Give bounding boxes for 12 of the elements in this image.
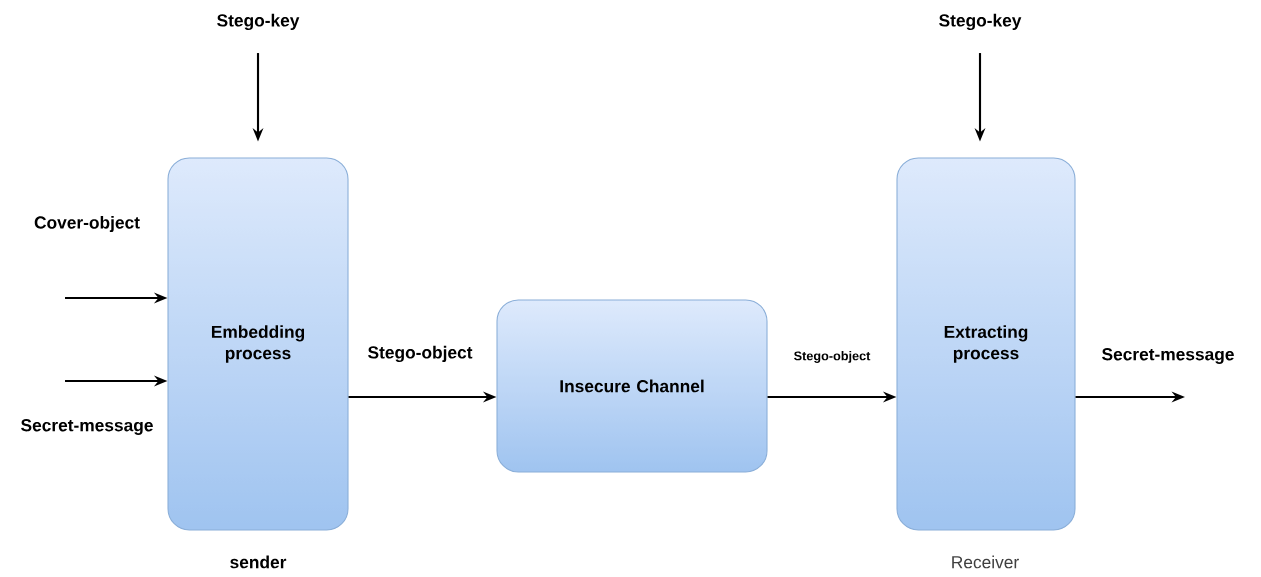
edge-label: Secret-message	[21, 419, 153, 435]
caption-text: Receiver	[952, 555, 1019, 569]
process-box: Extracting process	[896, 157, 1076, 531]
edge-label: Stego-object	[368, 345, 473, 363]
process-box: Insecure Channel	[496, 299, 768, 473]
edge-label: Stego-object	[794, 351, 871, 363]
process-box: Embedding process	[167, 157, 349, 531]
input-label: Stego-key	[217, 13, 300, 31]
caption-text: sender	[230, 555, 287, 569]
input-label: Stego-key	[939, 13, 1022, 31]
edge-label: Secret-message	[1102, 348, 1234, 364]
edge-label: Cover-object	[34, 215, 140, 233]
